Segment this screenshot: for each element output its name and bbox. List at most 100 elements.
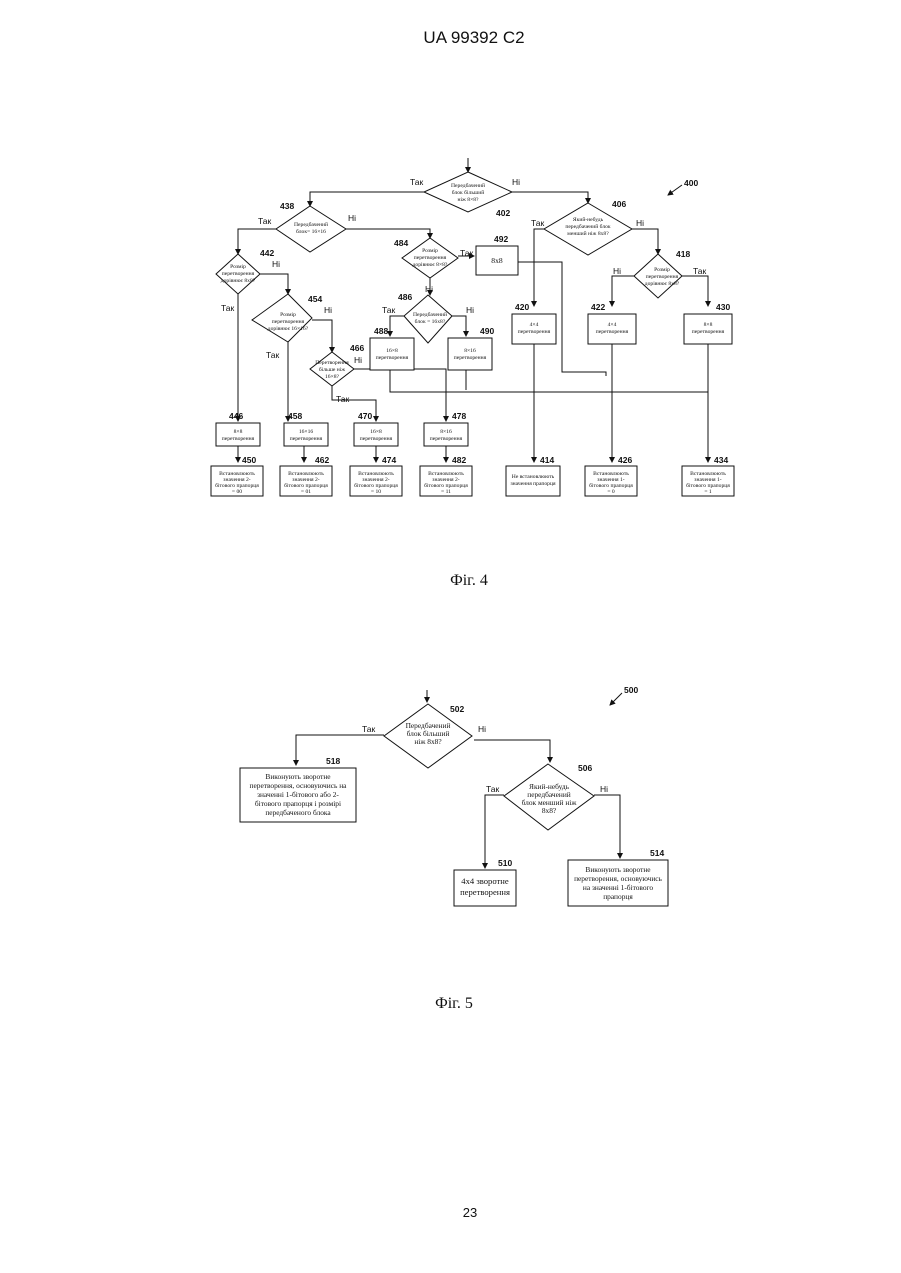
svg-text:446: 446 xyxy=(229,411,243,421)
svg-text:Виконують зворотне: Виконують зворотне xyxy=(265,772,331,781)
figure-5-caption: Фіг. 5 xyxy=(435,995,473,1012)
svg-text:16×8: 16×8 xyxy=(386,348,398,354)
svg-text:486: 486 xyxy=(398,292,412,302)
svg-text:= 01: = 01 xyxy=(301,489,311,495)
svg-text:бітового прапорця: бітового прапорця xyxy=(424,482,468,489)
decision-484: Розмір перетворення дорівнює 8×8? 484 xyxy=(394,238,458,278)
decision-442: Розмір перетворення дорівнює 8x8? 442 xyxy=(216,248,274,294)
svg-text:Ні: Ні xyxy=(466,305,474,315)
svg-text:блок = 16x8?: блок = 16x8? xyxy=(415,318,446,325)
svg-text:перетворення: перетворення xyxy=(376,355,409,361)
svg-text:492: 492 xyxy=(494,234,508,244)
svg-text:8×16: 8×16 xyxy=(440,429,452,435)
svg-text:менший ніж 8x8?: менший ніж 8x8? xyxy=(567,230,609,237)
svg-text:16×8?: 16×8? xyxy=(325,374,340,380)
svg-text:Ні: Ні xyxy=(613,266,621,276)
decision-506: Який-небудь передбачений блок менший ніж… xyxy=(504,763,594,830)
svg-text:Так: Так xyxy=(362,724,376,734)
svg-text:передбаченого блока: передбаченого блока xyxy=(265,808,331,817)
svg-text:510: 510 xyxy=(498,858,512,868)
svg-text:Виконують зворотне: Виконують зворотне xyxy=(585,865,651,874)
svg-text:бітового прапорця: бітового прапорця xyxy=(589,482,633,489)
figure-4-flowchart: Передбачений блок більший ніж 8×8? 402 Я… xyxy=(211,158,734,589)
svg-text:= 1: = 1 xyxy=(704,489,712,495)
svg-text:Ні: Ні xyxy=(478,724,486,734)
svg-text:458: 458 xyxy=(288,411,302,421)
svg-text:блок= 16×16: блок= 16×16 xyxy=(296,228,326,235)
svg-text:430: 430 xyxy=(716,302,730,312)
svg-text:Так: Так xyxy=(221,303,235,313)
svg-text:Так: Так xyxy=(336,394,350,404)
svg-text:перетворення: перетворення xyxy=(454,355,487,361)
svg-text:16×16: 16×16 xyxy=(299,429,314,435)
svg-text:4×4: 4×4 xyxy=(608,322,617,328)
svg-text:8x8?: 8x8? xyxy=(542,806,556,815)
decision-438: Передбачений блок= 16×16 438 xyxy=(276,201,346,252)
svg-text:перетворення: перетворення xyxy=(414,255,447,261)
page-number: 23 xyxy=(463,1205,477,1220)
decision-402: Передбачений блок більший ніж 8×8? 402 xyxy=(424,172,512,218)
svg-text:перетворення, основуючись на: перетворення, основуючись на xyxy=(250,781,348,790)
svg-text:дорівнює 8x8?: дорівнює 8x8? xyxy=(645,281,680,287)
box-414: Не встановлюють значення прапорця 414 xyxy=(506,455,560,496)
decision-406: Який-небудь передбачений блок менший ніж… xyxy=(544,199,632,255)
svg-text:Перетворення: Перетворення xyxy=(315,360,349,366)
svg-text:перетворення: перетворення xyxy=(646,274,679,280)
svg-text:на значенні 1-бітового: на значенні 1-бітового xyxy=(583,883,654,892)
svg-text:478: 478 xyxy=(452,411,466,421)
svg-text:Так: Так xyxy=(460,248,474,258)
svg-text:Так: Так xyxy=(531,218,545,228)
svg-text:Так: Так xyxy=(382,305,396,315)
svg-text:Ні: Ні xyxy=(425,284,433,294)
svg-text:бітового прапорця: бітового прапорця xyxy=(686,482,730,489)
svg-text:перетворення: перетворення xyxy=(518,329,551,335)
svg-text:перетворення: перетворення xyxy=(460,887,510,897)
svg-text:значення прапорця: значення прапорця xyxy=(510,481,555,487)
svg-text:= 11: = 11 xyxy=(441,489,451,495)
figure-5-flowchart: Передбачений блок більший ніж 8x8? 502 Я… xyxy=(240,685,668,1012)
svg-text:перетворення: перетворення xyxy=(430,436,463,442)
svg-text:Передбачений: Передбачений xyxy=(451,182,485,189)
svg-text:450: 450 xyxy=(242,455,256,465)
box-450: Встановлюють значення 2- бітового прапор… xyxy=(211,455,263,496)
svg-text:418: 418 xyxy=(676,249,690,259)
svg-text:Розмір: Розмір xyxy=(422,248,438,254)
box-488: 16×8 перетворення 488 xyxy=(370,326,414,370)
svg-text:бітового прапорця: бітового прапорця xyxy=(354,482,398,489)
svg-text:бітового прапорця і розмірі: бітового прапорця і розмірі xyxy=(255,799,341,808)
svg-text:Ні: Ні xyxy=(272,259,280,269)
svg-text:400: 400 xyxy=(684,178,698,188)
svg-text:прапорця: прапорця xyxy=(603,892,633,901)
svg-text:блок більший: блок більший xyxy=(452,189,484,196)
svg-text:Який-небудь: Який-небудь xyxy=(573,216,604,223)
figure-5-reference: 500 xyxy=(610,685,638,705)
svg-text:Не встановлюють: Не встановлюють xyxy=(512,474,555,480)
svg-text:454: 454 xyxy=(308,294,322,304)
svg-text:Так: Так xyxy=(258,216,272,226)
svg-text:= 0: = 0 xyxy=(607,489,615,495)
box-426: Встановлюють значення 1- бітового прапор… xyxy=(585,455,637,496)
svg-text:Так: Так xyxy=(486,784,500,794)
svg-text:бітового прапорця: бітового прапорця xyxy=(215,482,259,489)
svg-text:дорівнює 8x8?: дорівнює 8x8? xyxy=(221,278,256,284)
svg-text:= 00: = 00 xyxy=(232,489,242,495)
svg-text:перетворення, основуючись: перетворення, основуючись xyxy=(574,874,662,883)
box-518: Виконують зворотне перетворення, основую… xyxy=(240,756,356,822)
svg-text:Ні: Ні xyxy=(324,305,332,315)
svg-text:8×8: 8×8 xyxy=(234,429,243,435)
svg-text:8x8: 8x8 xyxy=(491,256,503,265)
svg-text:Розмір: Розмір xyxy=(654,267,670,273)
svg-text:500: 500 xyxy=(624,685,638,695)
svg-text:ніж 8x8?: ніж 8x8? xyxy=(414,737,441,746)
box-420: 4×4 перетворення 420 xyxy=(512,302,556,344)
svg-text:Розмір: Розмір xyxy=(280,312,296,318)
svg-text:Так: Так xyxy=(266,350,280,360)
box-462: Встановлюють значення 2- бітового прапор… xyxy=(280,455,332,496)
decision-486: Передбачений блок = 16x8? 486 xyxy=(398,292,452,343)
svg-text:бітового прапорця: бітового прапорця xyxy=(284,482,328,489)
svg-text:442: 442 xyxy=(260,248,274,258)
svg-text:470: 470 xyxy=(358,411,372,421)
box-458: 16×16 перетворення 458 xyxy=(284,411,328,446)
svg-text:420: 420 xyxy=(515,302,529,312)
